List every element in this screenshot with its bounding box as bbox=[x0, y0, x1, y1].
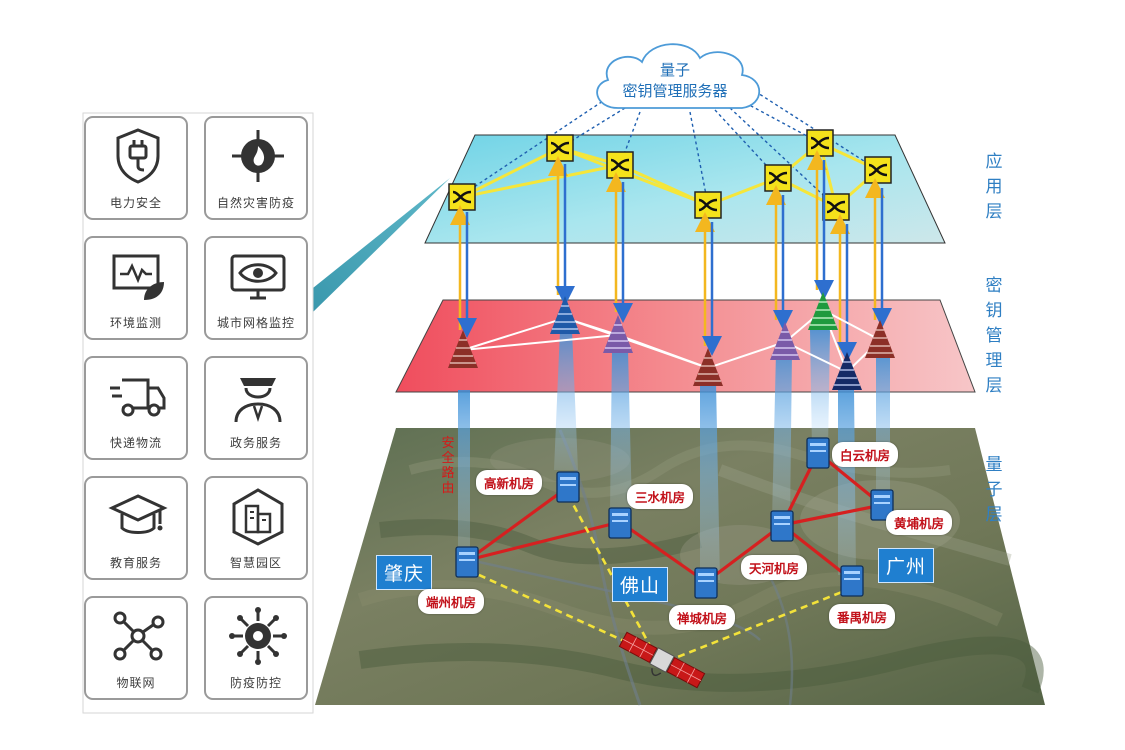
app-label: 防疫防控 bbox=[229, 676, 282, 690]
app-grid-frame bbox=[82, 112, 314, 714]
room-label-baiyun: 白云机房 bbox=[832, 442, 899, 467]
room-label-gaoxin: 高新机房 bbox=[476, 470, 543, 495]
cloud-label: 量子 密钥管理服务器 bbox=[575, 60, 775, 102]
app-card-smart-park[interactable]: 智慧园区 bbox=[204, 476, 308, 580]
app-card-government-service[interactable]: 政务服务 bbox=[204, 356, 308, 460]
app-label: 电力安全 bbox=[109, 196, 162, 210]
cloud-server-icon bbox=[596, 43, 760, 109]
app-label: 环境监测 bbox=[109, 316, 162, 330]
application-layer-label: 应用层 bbox=[985, 152, 1003, 222]
city-tag-guangzhou: 广州 bbox=[878, 548, 935, 583]
cloud-label-line1: 量子 bbox=[659, 61, 690, 79]
app-label: 教育服务 bbox=[109, 556, 162, 570]
app-card-disaster-prevention[interactable]: 自然灾害防疫 bbox=[204, 116, 308, 220]
shield-plug-icon bbox=[116, 128, 160, 184]
room-label-panyu: 番禺机房 bbox=[829, 604, 896, 629]
city-tag-zhaoqing: 肇庆 bbox=[376, 555, 433, 590]
eye-monitor-icon bbox=[230, 254, 286, 300]
secure-route-label: 安全路由 bbox=[441, 436, 455, 496]
city-tag-foshan: 佛山 bbox=[612, 567, 669, 602]
machine-room-servers bbox=[455, 437, 894, 599]
graduation-cap-icon bbox=[108, 494, 168, 534]
callout-wedge bbox=[313, 178, 450, 312]
uplink-beams bbox=[458, 330, 890, 580]
cloud-links bbox=[461, 87, 879, 208]
truck-icon bbox=[110, 378, 166, 417]
key-management-layer-label: 密钥管理层 bbox=[985, 276, 1003, 396]
cloud-label-line2: 密钥管理服务器 bbox=[622, 82, 728, 100]
app-card-environment-monitoring[interactable]: 环境监测 bbox=[84, 236, 188, 340]
key-server-nodes bbox=[448, 292, 895, 390]
virus-icon bbox=[229, 607, 287, 665]
network-nodes-icon bbox=[113, 611, 165, 661]
app-card-power-safety[interactable]: 电力安全 bbox=[84, 116, 188, 220]
app-label: 政务服务 bbox=[229, 436, 282, 450]
officer-icon bbox=[234, 378, 282, 423]
app-label: 自然灾害防疫 bbox=[216, 196, 295, 210]
room-label-duanzhou: 端州机房 bbox=[418, 589, 485, 614]
app-label: 快递物流 bbox=[109, 436, 162, 450]
app-label: 智慧园区 bbox=[229, 556, 282, 570]
app-card-iot[interactable]: 物联网 bbox=[84, 596, 188, 700]
quantum-layer-label: 量子层 bbox=[985, 455, 1003, 525]
room-label-chancheng: 禅城机房 bbox=[669, 605, 736, 630]
app-label: 城市网格监控 bbox=[216, 316, 295, 330]
app-label: 物联网 bbox=[116, 676, 156, 690]
monitor-leaf-icon bbox=[112, 254, 164, 300]
room-label-sanshui: 三水机房 bbox=[627, 484, 694, 509]
room-label-tianhe: 天河机房 bbox=[741, 555, 808, 580]
app-card-epidemic-control[interactable]: 防疫防控 bbox=[204, 596, 308, 700]
layer-arrows bbox=[450, 150, 892, 362]
satellite-icon bbox=[618, 631, 706, 689]
app-card-city-grid-monitoring[interactable]: 城市网格监控 bbox=[204, 236, 308, 340]
app-card-express-logistics[interactable]: 快递物流 bbox=[84, 356, 188, 460]
app-card-education-service[interactable]: 教育服务 bbox=[84, 476, 188, 580]
room-label-huangpu: 黄埔机房 bbox=[886, 510, 953, 535]
target-fire-icon bbox=[232, 130, 284, 182]
buildings-icon bbox=[232, 488, 284, 546]
